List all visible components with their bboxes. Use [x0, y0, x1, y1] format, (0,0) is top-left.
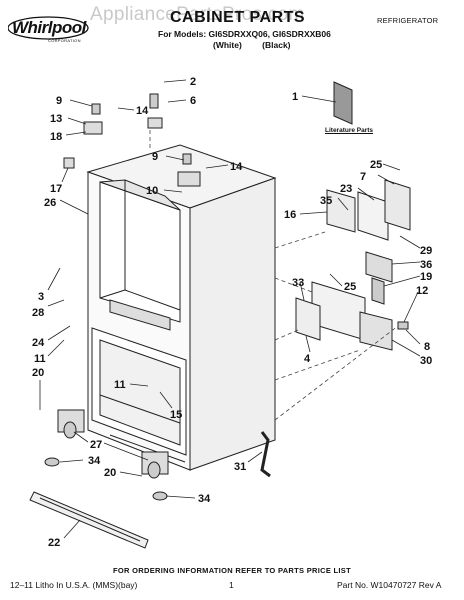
callout-7: 7: [360, 171, 366, 183]
page-title: CABINET PARTS: [170, 9, 306, 26]
callout-23: 23: [340, 183, 352, 195]
callout-24: 24: [32, 337, 45, 349]
callout-34-left: 34: [88, 455, 101, 467]
callout-16: 16: [284, 209, 296, 221]
part-number: Part No. W10470727 Rev A: [337, 580, 442, 590]
callout-26: 26: [44, 197, 56, 209]
callout-10: 10: [146, 185, 158, 197]
callout-20-mid: 20: [104, 467, 116, 479]
color-black: (Black): [262, 40, 291, 50]
whirlpool-logo: Whirlpool CORPORATION: [7, 14, 94, 44]
callout-9-upper: 9: [56, 95, 62, 107]
callout-22: 22: [48, 537, 60, 549]
watermark-text: AppliancePartsPros.com: [90, 4, 305, 25]
callout-17: 17: [50, 183, 62, 195]
callout-15: 15: [170, 409, 182, 421]
callout-11-mid: 11: [114, 379, 126, 391]
callout-34-right: 34: [198, 493, 211, 505]
page-number: 1: [229, 580, 234, 590]
callout-6: 6: [190, 95, 196, 107]
callout-18: 18: [50, 131, 62, 143]
callout-4: 4: [304, 353, 311, 365]
litho-info: 12–11 Litho In U.S.A. (MMS)(bay): [10, 580, 138, 590]
callout-25-lower: 25: [344, 281, 356, 293]
cabinet-side: [189, 177, 276, 471]
callout-31: 31: [234, 461, 246, 473]
callout-2: 2: [190, 76, 196, 88]
callout-14-upper: 14: [136, 105, 149, 117]
models-line: For Models: GI6SDRXXQ06, GI6SDRXXB06: [158, 29, 331, 39]
callout-11-left: 11: [34, 353, 46, 365]
callout-1: 1: [292, 91, 298, 103]
callout-8: 8: [424, 341, 430, 353]
callout-14-mid: 14: [230, 161, 243, 173]
model-colors: (White) (Black): [213, 40, 291, 50]
logo-swirl-icon: [7, 16, 89, 40]
callout-28: 28: [32, 307, 44, 319]
callout-20-left: 20: [32, 367, 44, 379]
color-white: (White): [213, 40, 242, 50]
callout-9-mid: 9: [152, 151, 158, 163]
callout-27: 27: [90, 439, 102, 451]
category-label: REFRIGERATOR: [377, 16, 439, 25]
brand-sub: CORPORATION: [48, 38, 81, 43]
callout-3: 3: [38, 291, 44, 303]
callout-13: 13: [50, 113, 62, 125]
callout-29: 29: [420, 245, 432, 257]
callout-36: 36: [420, 259, 432, 271]
brand-name: Whirlpool: [12, 18, 86, 37]
callout-25-upper: 25: [370, 159, 382, 171]
callout-35: 35: [320, 195, 332, 207]
callout-12: 12: [416, 285, 428, 297]
callout-19: 19: [420, 271, 432, 283]
callout-30: 30: [420, 355, 432, 367]
ordering-note: FOR ORDERING INFORMATION REFER TO PARTS …: [113, 566, 351, 575]
literature-parts-label: Literature Parts: [325, 127, 374, 134]
callout-33: 33: [292, 277, 304, 289]
